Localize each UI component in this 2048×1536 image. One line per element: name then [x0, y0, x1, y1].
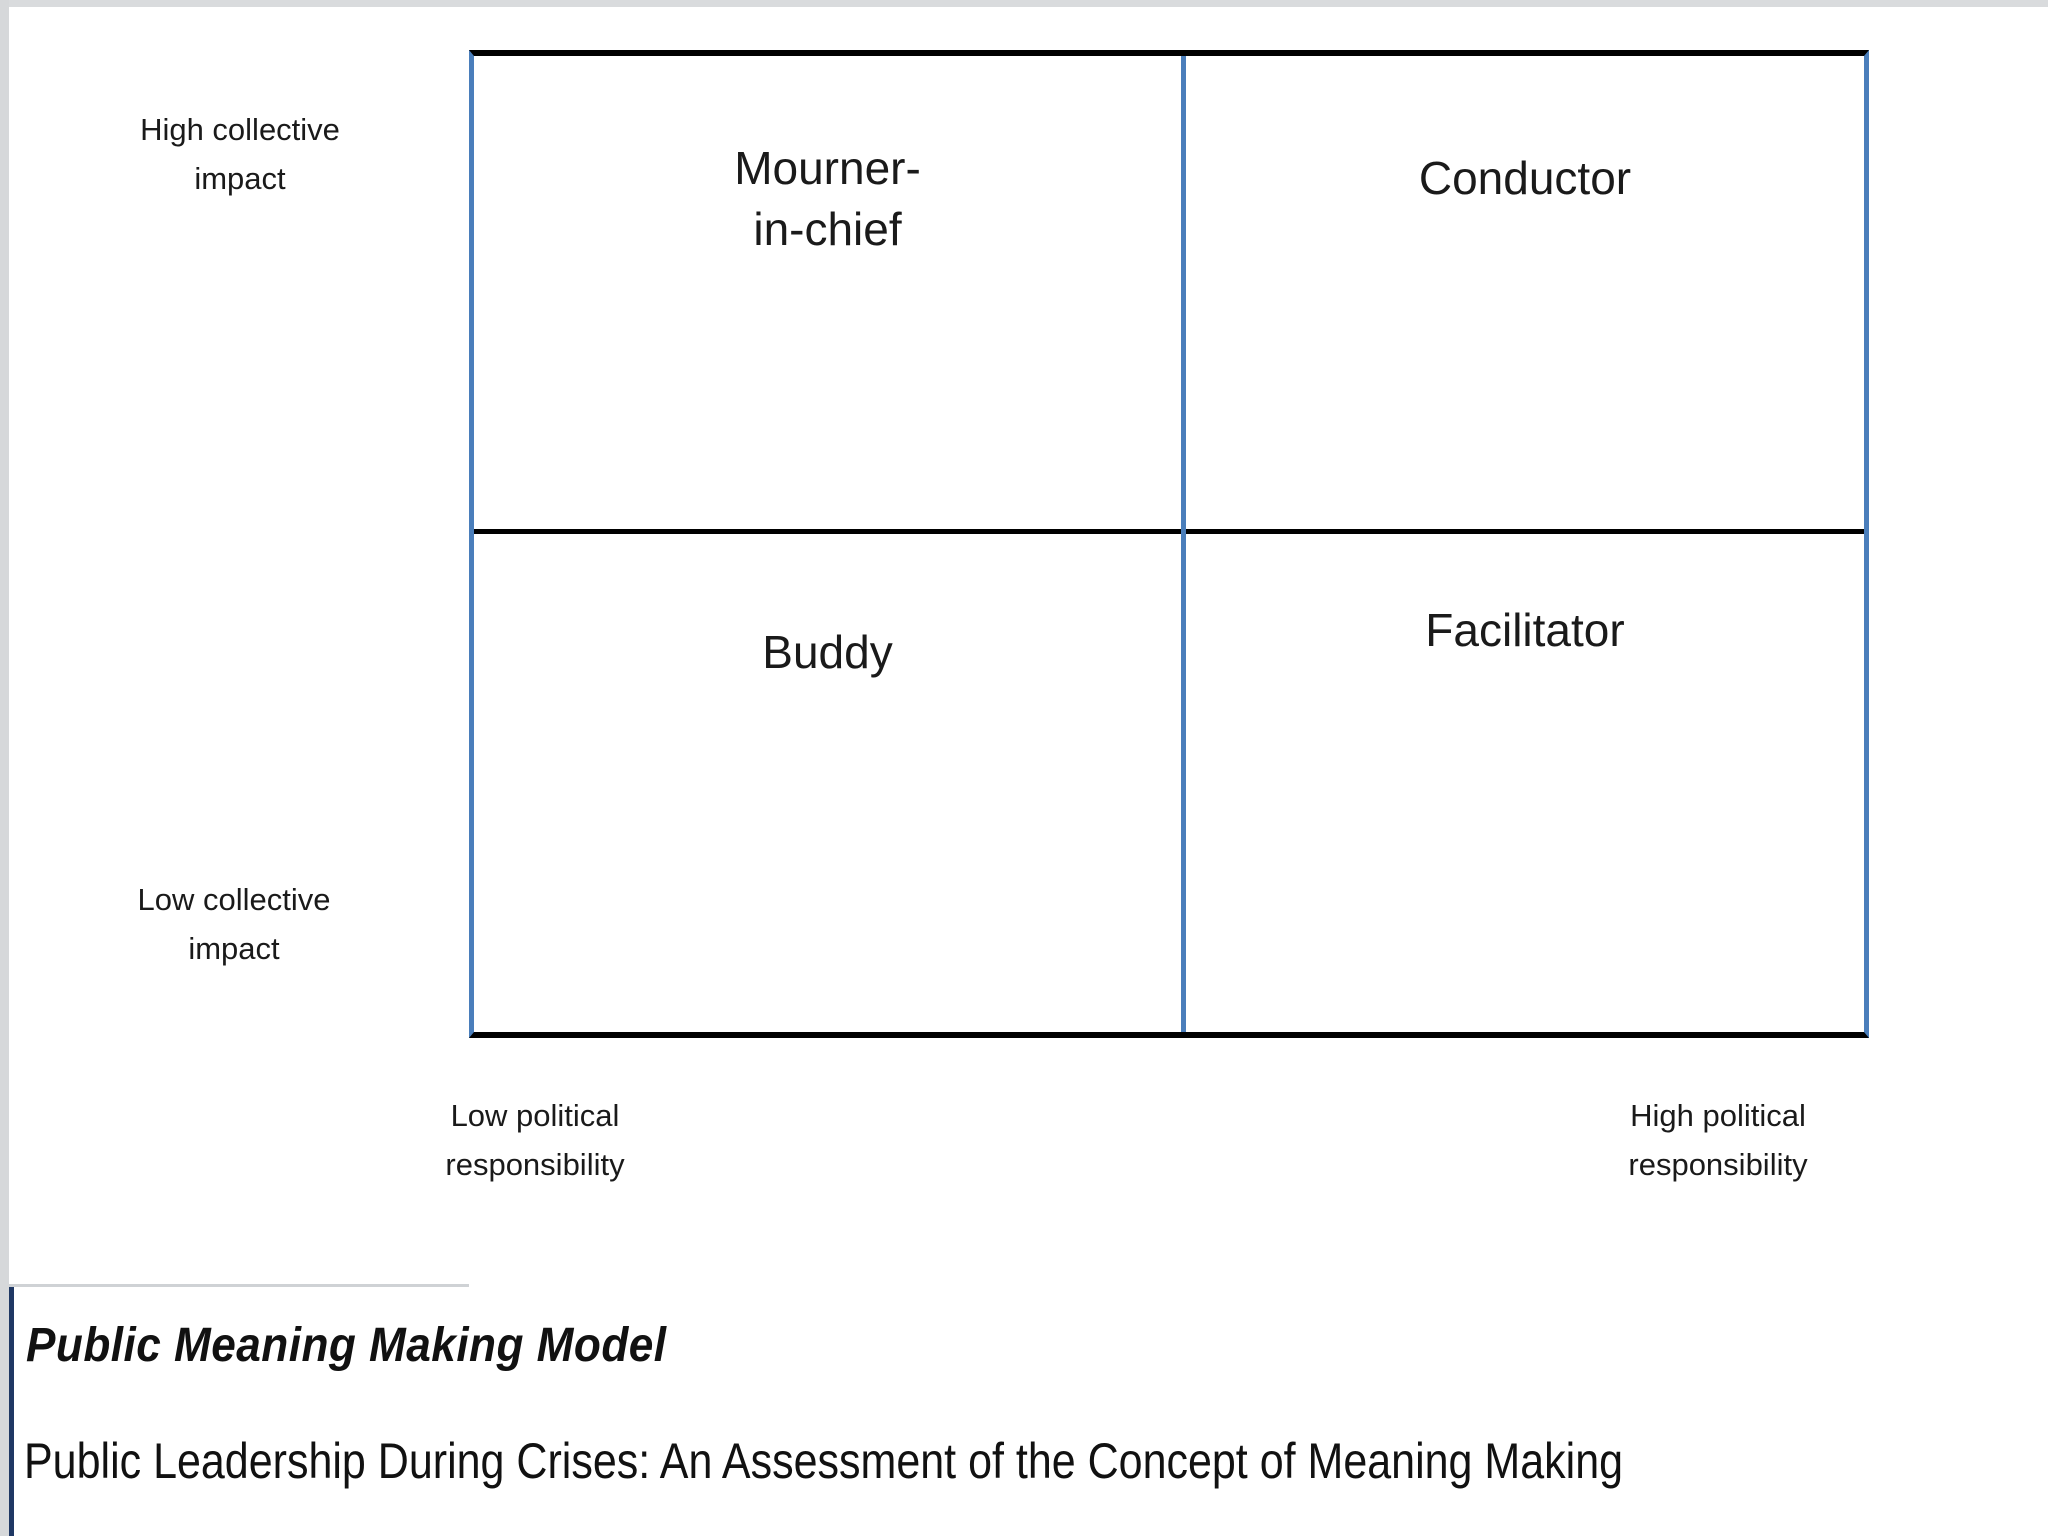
quadrant-label-bottom-right: Facilitator [1425, 604, 1625, 656]
left-gutter-strip [0, 0, 9, 1536]
quadrant-label-top-left: Mourner- in-chief [734, 142, 921, 256]
caption-separator-rule [9, 1284, 469, 1287]
x-axis-high-label: High political responsibility [1628, 1098, 1808, 1182]
matrix-vertical-divider [1181, 56, 1186, 1032]
top-gutter-strip [0, 0, 2048, 7]
quadrant-mourner-in-chief[interactable]: Mourner- in-chief [474, 56, 1181, 529]
quadrant-label-bottom-left: Buddy [762, 626, 893, 678]
quadrant-buddy[interactable]: Buddy [474, 534, 1181, 1038]
quadrant-conductor[interactable]: Conductor [1186, 56, 1864, 529]
caption-accent-bar [9, 1287, 14, 1536]
two-by-two-matrix: Mourner- in-chief Conductor Buddy Facili… [469, 50, 1869, 1038]
y-axis-high-label: High collective impact [140, 112, 340, 196]
caption-title: Public Meaning Making Model [26, 1319, 667, 1372]
x-axis-low-label: Low political responsibility [445, 1098, 625, 1182]
y-axis-low-label: Low collective impact [137, 882, 331, 966]
caption-subtitle: Public Leadership During Crises: An Asse… [24, 1433, 1624, 1489]
matrix-horizontal-divider [474, 529, 1864, 534]
quadrant-label-top-right: Conductor [1418, 152, 1632, 204]
quadrant-facilitator[interactable]: Facilitator [1186, 534, 1864, 1038]
